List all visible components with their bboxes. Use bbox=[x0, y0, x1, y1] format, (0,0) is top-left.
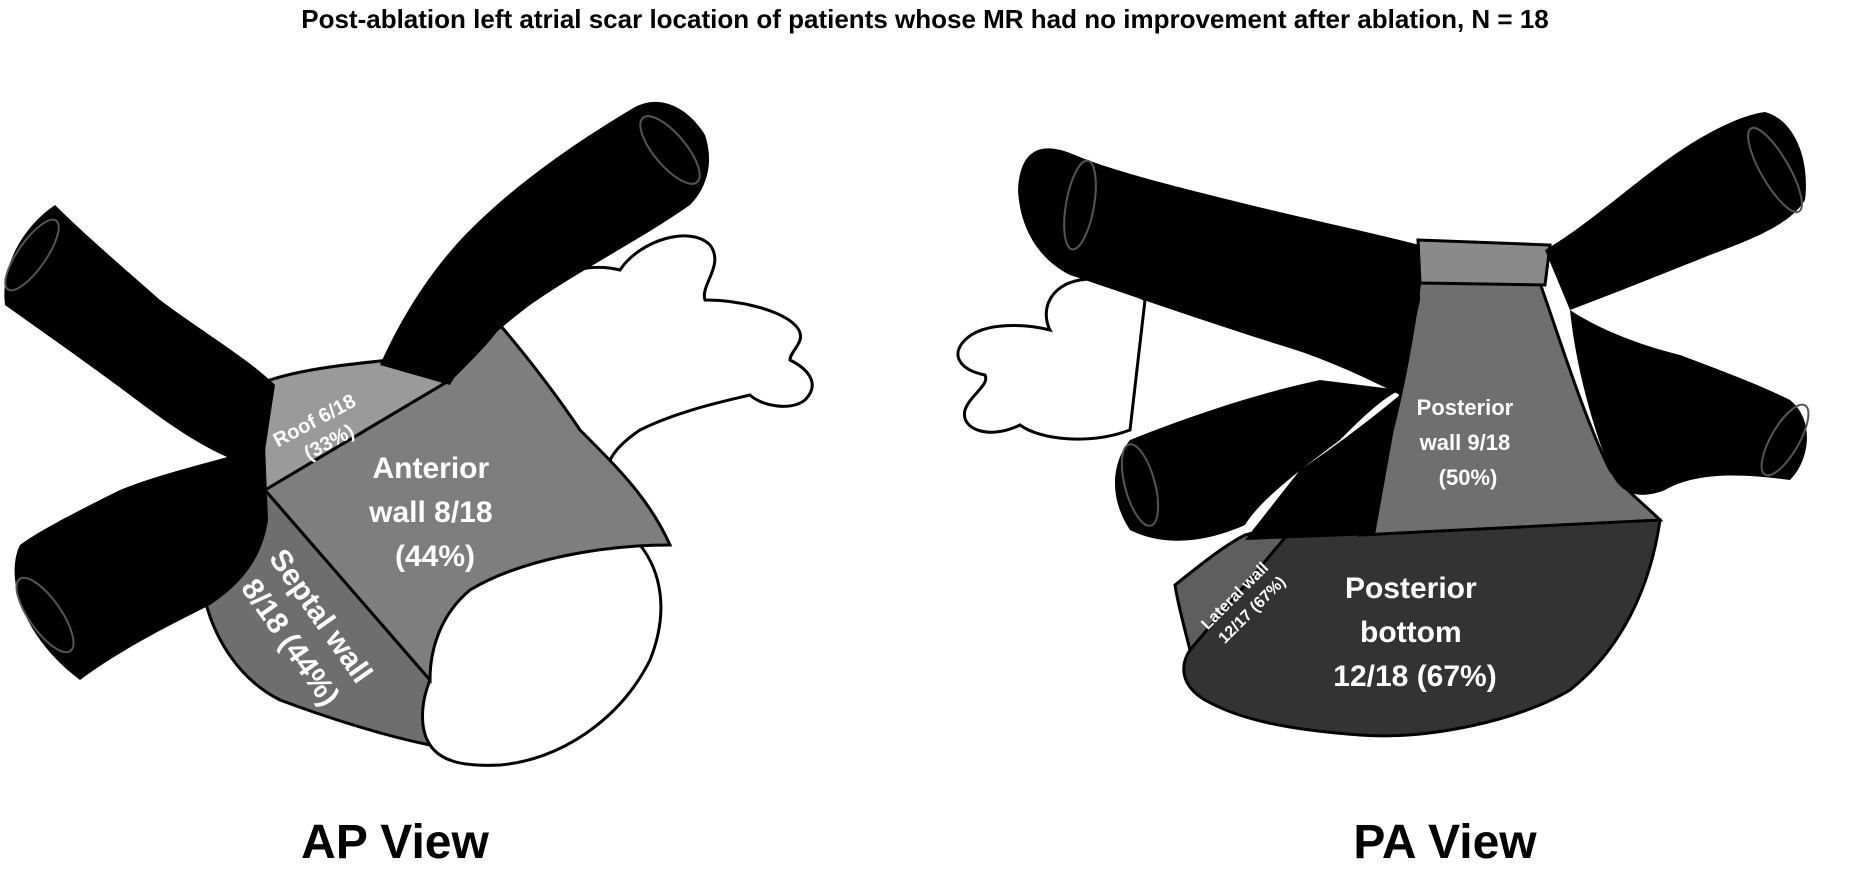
pa-central-vein-mass bbox=[1245, 395, 1400, 540]
pa-posterior-bottom-label: Posterior bottom 12/18 (67%) bbox=[1333, 572, 1496, 693]
pa-top-band-region bbox=[1416, 238, 1552, 287]
pa-view-label: PA View bbox=[1353, 816, 1537, 869]
pa-left-atrial-appendage bbox=[956, 277, 1147, 441]
ap-vein-cap-lower-left bbox=[15, 576, 75, 654]
pa-left-upper-vein bbox=[1018, 148, 1420, 395]
ap-left-upper-vein bbox=[4, 205, 276, 470]
pa-vein-cap-lower-left bbox=[1120, 443, 1160, 527]
pa-view: Posterior wall 9/18 (50%) Lateral wall 1… bbox=[956, 112, 1810, 869]
pa-vein-cap-upper-right bbox=[1747, 126, 1803, 214]
ap-left-lower-vein bbox=[14, 445, 269, 680]
pa-posterior-wall-label: Posterior wall 9/18 (50%) bbox=[1417, 395, 1520, 490]
pa-left-lower-vein bbox=[1115, 380, 1400, 541]
pa-posterior-bottom-region bbox=[1182, 518, 1662, 738]
ap-view: Roof 6/18 (33%) Anterior wall 8/18 (44%)… bbox=[4, 101, 814, 869]
ap-anterior-wall-label: Anterior wall 8/18 (44%) bbox=[368, 452, 501, 573]
ap-vein-cap-upper-right bbox=[639, 115, 701, 185]
ap-right-upper-vein bbox=[380, 101, 710, 385]
diagram-title: Post-ablation left atrial scar location … bbox=[301, 4, 1549, 34]
ap-vein-cap-upper-left bbox=[4, 218, 60, 292]
pa-vein-cap-lower-right bbox=[1760, 403, 1810, 477]
pa-right-upper-vein bbox=[1545, 112, 1806, 310]
pa-right-lower-vein bbox=[1570, 310, 1807, 495]
ap-septal-wall-region bbox=[203, 487, 434, 748]
pa-vein-cap-upper-left bbox=[1063, 159, 1097, 251]
ap-view-label: AP View bbox=[301, 816, 489, 869]
